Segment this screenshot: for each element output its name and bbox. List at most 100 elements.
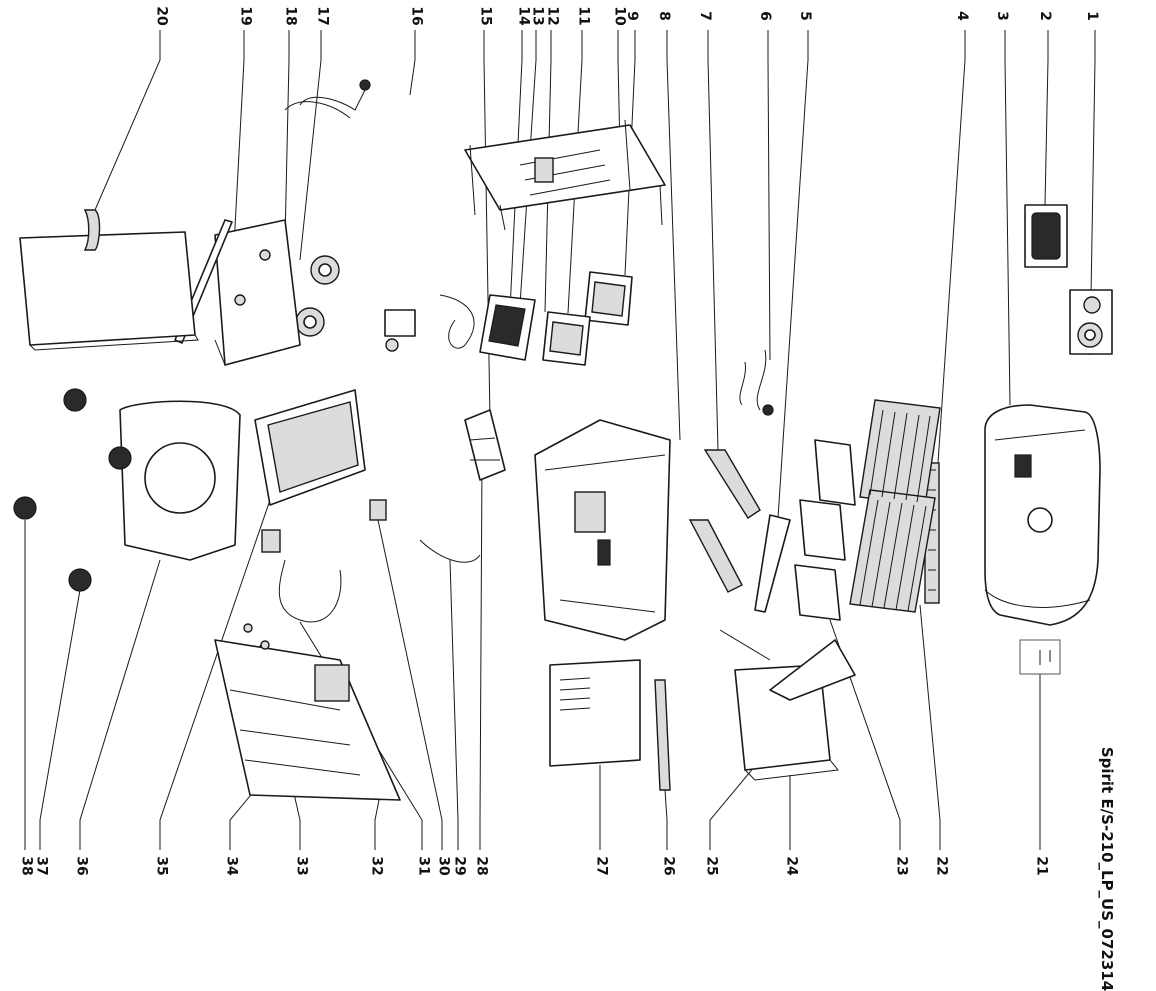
- part-13-wire: [439, 294, 475, 349]
- callout-number: 31: [415, 856, 432, 876]
- part-20-handle: [83, 209, 101, 251]
- callout-number: 32: [368, 856, 385, 876]
- callout-number: 38: [18, 856, 35, 876]
- part-31-gas-line: [261, 529, 342, 623]
- leader-line: [544, 30, 552, 313]
- callout-number: 3: [993, 11, 1010, 21]
- callout-number: 17: [314, 6, 331, 26]
- part-5-igniter: [754, 514, 791, 613]
- leader-line: [94, 30, 161, 211]
- callout-number: 8: [655, 11, 672, 21]
- leader-line: [664, 789, 668, 850]
- callout-number: 19: [237, 6, 254, 26]
- part-25-brackets: [719, 629, 856, 701]
- part-7-burner-tubes: [688, 449, 761, 593]
- callout-number: 10: [611, 6, 628, 26]
- leader-line: [777, 30, 809, 519]
- callout-number: 37: [33, 856, 50, 876]
- callout-number: 21: [1033, 856, 1050, 876]
- part-27-door-panel: [549, 659, 641, 767]
- leader-line: [624, 30, 636, 276]
- callout-number: 18: [282, 6, 299, 26]
- callout-number: 14: [515, 6, 532, 26]
- callout-number: 26: [660, 856, 677, 876]
- callout-number: 4: [953, 11, 970, 21]
- callout-number: 7: [696, 11, 713, 21]
- leader-line: [483, 30, 491, 421]
- parts-drawing: [13, 30, 1113, 850]
- part-16-manifold-tubes: [284, 79, 371, 119]
- callout-number: 30: [435, 856, 452, 876]
- part-38-caster: [13, 496, 37, 520]
- part-22-cooking-grates: [849, 399, 941, 613]
- part-21-screws: [1019, 639, 1061, 675]
- leader-line: [79, 559, 161, 850]
- leader-line: [1044, 30, 1049, 206]
- leader-line: [409, 30, 416, 96]
- part-10-frame-panel: [464, 119, 666, 231]
- part-1-knobs: [1069, 289, 1113, 355]
- leader-line: [449, 559, 459, 850]
- leader-line: [1004, 30, 1011, 406]
- part-12-tray-holder: [479, 294, 536, 361]
- leader-line: [39, 589, 81, 850]
- part-30-fitting: [369, 499, 387, 521]
- callout-number: 34: [223, 856, 240, 876]
- part-34-bracket: [314, 664, 350, 702]
- callout-number: 23: [893, 856, 910, 876]
- leader-line: [284, 30, 290, 241]
- callout-number: 13: [529, 6, 546, 26]
- callout-number: 29: [451, 856, 468, 876]
- part-28-regulator: [464, 409, 506, 481]
- callout-number: 35: [153, 856, 170, 876]
- callout-number: 6: [756, 11, 773, 21]
- part-6-hoses: [739, 349, 774, 416]
- leader-line: [377, 519, 443, 850]
- leader-line: [767, 30, 771, 361]
- callout-number: 28: [473, 856, 490, 876]
- part-33-nuts: [243, 623, 270, 650]
- callout-number: 36: [73, 856, 90, 876]
- part-19-side-table: [19, 231, 199, 351]
- leader-line: [666, 30, 681, 441]
- leader-line: [937, 30, 966, 464]
- part-9-catch-pan: [584, 271, 633, 326]
- callout-number: 2: [1036, 11, 1053, 21]
- leader-line: [829, 619, 901, 850]
- callout-number: 5: [796, 11, 813, 21]
- part-14-igniter-button: [384, 309, 416, 352]
- callout-number: 11: [575, 6, 592, 26]
- leader-line: [617, 30, 621, 151]
- part-37-casters: [63, 388, 132, 592]
- leader-line: [374, 794, 381, 850]
- callout-number: 27: [593, 856, 610, 876]
- leader-line: [509, 30, 523, 311]
- leader-line: [479, 459, 483, 850]
- top-leader-lines: [94, 30, 1096, 519]
- callout-number: 22: [933, 856, 950, 876]
- diagram-title: Spirit E/S-210_LP_US_072314: [1098, 746, 1117, 991]
- leader-line: [567, 30, 583, 314]
- bottom-leader-lines: [24, 459, 1041, 850]
- leader-line: [919, 604, 941, 850]
- part-23-flavorizer-bars: [794, 439, 856, 621]
- part-26-rail: [654, 679, 671, 791]
- part-11-catch-pan-liner: [542, 311, 591, 366]
- part-36-bottom-panel: [119, 400, 241, 561]
- callout-number: 1: [1083, 11, 1100, 21]
- part-17-control-panel: [214, 219, 301, 366]
- leader-line: [519, 30, 537, 306]
- callout-number: 24: [783, 856, 800, 876]
- part-29-hose: [419, 539, 481, 563]
- part-32-frame-panel: [214, 639, 401, 801]
- leader-line: [1089, 30, 1096, 356]
- part-3-lid: [984, 404, 1101, 626]
- leader-line: [299, 30, 322, 261]
- leader-line: [159, 499, 271, 850]
- callout-number: 20: [153, 6, 170, 26]
- part-35-tray: [254, 389, 366, 506]
- part-2-badge: [1024, 204, 1068, 268]
- callout-number: 33: [293, 856, 310, 876]
- leader-line: [707, 30, 719, 451]
